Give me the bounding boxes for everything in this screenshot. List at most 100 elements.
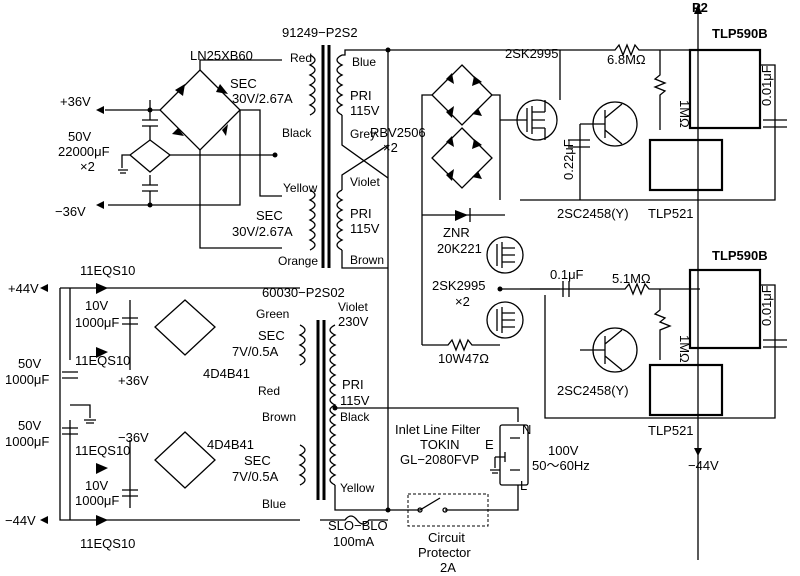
cap-1000-1: 1000μF — [75, 315, 119, 330]
t1-black: Black — [282, 126, 312, 140]
rbv-count: ×2 — [383, 140, 398, 155]
cap-capacitance: 22000μF — [58, 144, 110, 159]
filter-mfr: TOKIN — [420, 437, 460, 452]
diode-2: 11EQS10 — [75, 353, 130, 368]
in-minus36: −36V — [118, 430, 149, 445]
t1-brown: Brown — [350, 253, 384, 267]
t2-black: Black — [340, 410, 370, 424]
c01-label: 0.1μF — [550, 267, 584, 282]
t2-sec2-r: 7V/0.5A — [232, 469, 279, 484]
t2-green: Green — [256, 307, 289, 321]
label-minus36: −36V — [55, 204, 86, 219]
znr-part: 20K221 — [437, 241, 482, 256]
t2-brown: Brown — [262, 410, 296, 424]
tlp590-top — [688, 48, 762, 130]
transformer-2: 60030−P2S02 Green SEC 7V/0.5A Red Brown … — [232, 285, 388, 511]
t1-pri-top-v: 115V — [350, 103, 380, 118]
transformer-1: 91249−P2S2 Red SEC 30V/2.67A Black Yello… — [230, 25, 391, 510]
t1-sec-bot: SEC — [256, 208, 283, 223]
diode-4: 11EQS10 — [80, 536, 135, 551]
label-minus44: −44V — [5, 513, 36, 528]
t1-sec-top: SEC — [230, 76, 257, 91]
t2-yellow: Yellow — [340, 481, 375, 495]
bridge-4d4b41-2: 4D4B41 — [207, 437, 254, 452]
t1-yellow: Yellow — [283, 181, 318, 195]
t1-violet: Violet — [350, 175, 380, 189]
label-plus36: +36V — [60, 94, 91, 109]
cap-1000-3: 1000μF — [5, 372, 49, 387]
t1-sec-top-rating: 30V/2.67A — [232, 91, 293, 106]
p2-label: P2 — [692, 0, 708, 15]
regulator-bot: 0.1μF 5.1MΩ 1MΩ 2SC2458(Y) TLP590B TLP52… — [530, 248, 787, 473]
label-plus44: +44V — [8, 281, 39, 296]
tlp590-top-label: TLP590B — [712, 26, 768, 41]
cap-1000-2: 1000μF — [75, 493, 119, 508]
tr-top-label: 2SC2458(Y) — [557, 206, 629, 221]
t2-name: 60030−P2S02 — [262, 285, 345, 300]
hv-section: RBV2506 ×2 ZNR 20K221 2SK2995 2SK2995 ×2… — [370, 46, 625, 366]
mains-f: 50〜60Hz — [532, 458, 590, 473]
supply-36v: +36V −36V 50V 22000μF ×2 LN25XB60 — [55, 48, 282, 249]
r1m-bot-label: 1MΩ — [677, 335, 692, 363]
t1-blue: Blue — [352, 55, 376, 69]
bridge1-label: LN25XB60 — [190, 48, 253, 63]
inlet-L: L — [520, 478, 527, 493]
diode-3: 11EQS10 — [75, 443, 130, 458]
t2-sec1: SEC — [258, 328, 285, 343]
r51-label: 5.1MΩ — [612, 271, 651, 286]
diode-1: 11EQS10 — [80, 263, 135, 278]
tlp521-bot-label: TLP521 — [648, 423, 694, 438]
out-neg-label: −44V — [688, 458, 719, 473]
r1m-top-label: 1MΩ — [677, 100, 692, 128]
filter-part: GL−2080FVP — [400, 452, 479, 467]
fet-top-label: 2SK2995 — [505, 46, 559, 61]
cp-label-3: 2A — [440, 560, 456, 575]
cap-50v-2: 50V — [18, 418, 41, 433]
cap-1000-4: 1000μF — [5, 434, 49, 449]
tlp521-bot — [648, 363, 724, 417]
tlp590-bot — [688, 268, 762, 350]
cap-50v-1: 50V — [18, 356, 41, 371]
tlp590-bot-label: TLP590B — [712, 248, 768, 263]
fet-bot-a — [486, 236, 524, 274]
fet-bot-b — [486, 301, 524, 339]
cp-label-2: Protector — [418, 545, 471, 560]
fet-bot-count: ×2 — [455, 294, 470, 309]
filter-title: Inlet Line Filter — [395, 422, 481, 437]
cap-voltage: 50V — [68, 129, 91, 144]
fet-bot-label: 2SK2995 — [432, 278, 486, 293]
inlet-E: E — [485, 437, 494, 452]
bridge-diodes — [172, 84, 228, 136]
t2-pri115: 115V — [340, 393, 370, 408]
tlp521-top-label: TLP521 — [648, 206, 694, 221]
t2-red: Red — [258, 384, 280, 398]
cap-10v-2: 10V — [85, 478, 108, 493]
c001-bot-label: 0.01μF — [759, 285, 774, 326]
res-label: 10W47Ω — [438, 351, 489, 366]
inlet-connector — [499, 424, 529, 486]
cp-label-1: Circuit — [428, 530, 465, 545]
bridge-4d4b41-1: 4D4B41 — [203, 366, 250, 381]
bridge-ln25xb60 — [159, 69, 241, 151]
znr-label: ZNR — [443, 225, 470, 240]
t2-sec1-r: 7V/0.5A — [232, 344, 279, 359]
mains-section: SLO−BLO 100mA Circuit Protector 2A Inlet… — [320, 407, 590, 575]
fuse-label: SLO−BLO — [328, 518, 388, 533]
t1-pri-bot-v: 115V — [350, 221, 380, 236]
fuse-rating: 100mA — [333, 534, 375, 549]
mains-v: 100V — [548, 443, 579, 458]
t2-pri-v: 230V — [338, 314, 369, 329]
regulator-top: 6.8MΩ 0.22μF 1MΩ TLP590B TLP521 2SC2458(… — [557, 0, 787, 560]
c022-label: 0.22μF — [561, 139, 576, 180]
in-plus36: +36V — [118, 373, 149, 388]
bridge-4d4b41-top — [154, 299, 216, 356]
t2-blue: Blue — [262, 497, 286, 511]
cap-10v-1: 10V — [85, 298, 108, 313]
r68-label: 6.8MΩ — [607, 52, 646, 67]
bridge-rbv-bot — [431, 127, 493, 189]
t2-pri: PRI — [342, 377, 364, 392]
cap-count: ×2 — [80, 159, 95, 174]
t1-orange: Orange — [278, 254, 318, 268]
t1-name: 91249−P2S2 — [282, 25, 358, 40]
